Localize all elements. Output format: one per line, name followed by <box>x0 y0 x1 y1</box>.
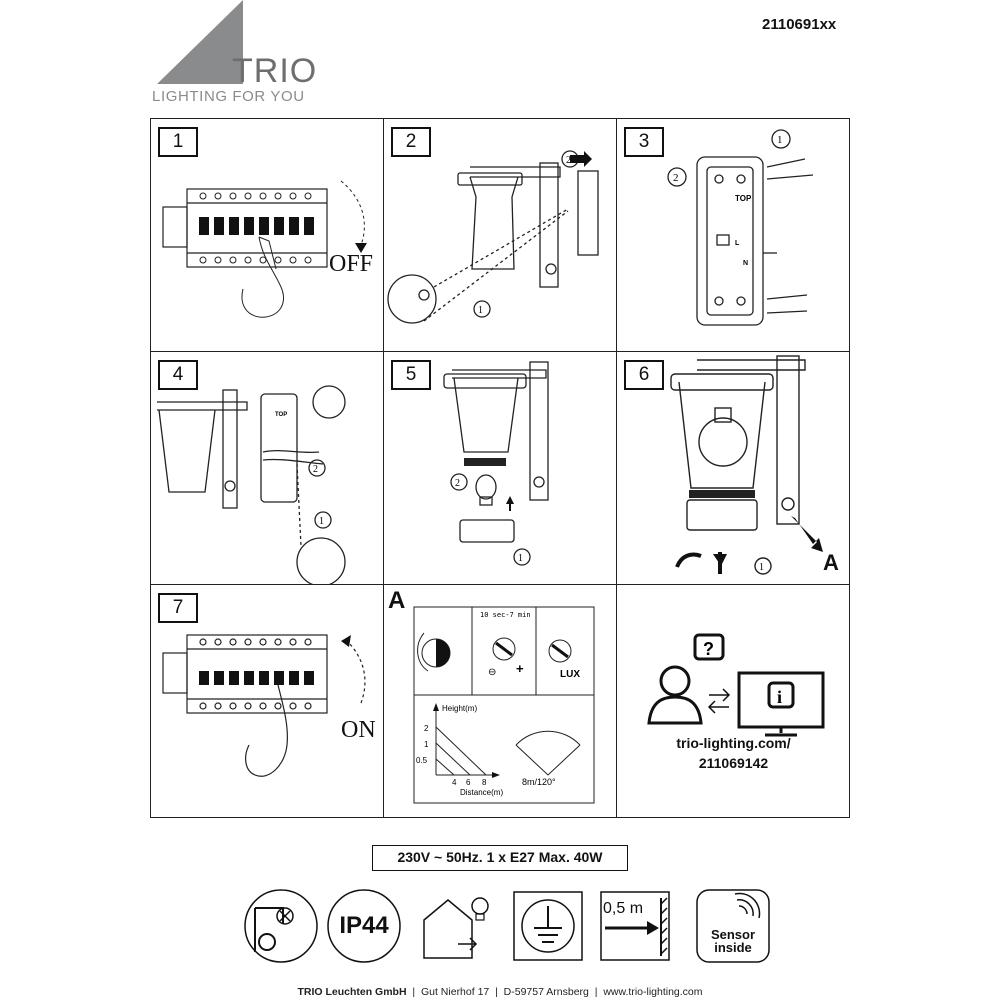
model-number: 2110691xx <box>762 16 837 33</box>
ip-rating-icon: IP44 <box>326 888 402 964</box>
height-tick-05: 0.5 <box>416 756 428 765</box>
step-4-number: 4 <box>158 360 198 390</box>
info-illustration: ? i <box>647 633 825 737</box>
min-distance-icon: 0,5 m <box>597 888 673 964</box>
info-icon: i <box>777 687 782 707</box>
distance-tick-4: 4 <box>452 778 457 787</box>
marker-a: A <box>823 550 839 575</box>
outdoor-use-icon <box>420 888 496 964</box>
step-2-number: 2 <box>391 127 431 157</box>
step-5-number: 5 <box>391 360 431 390</box>
top-marking: TOP <box>735 194 752 203</box>
close-lamp-illustration: 1 <box>670 355 823 575</box>
step-7-panel: 7 ON <box>151 585 384 818</box>
sensor-inside-label: Sensor inside <box>710 927 756 955</box>
sensor-settings-illustration: 10 sec-7 min ⊖ + LUX Height(m) 2 1 0.5 4… <box>413 606 595 804</box>
step-4-panel: 4 TOP 2 1 <box>151 352 384 585</box>
callout-1: 1 <box>319 516 324 527</box>
step-5-panel: 5 2 1 <box>384 352 617 585</box>
step-6-number: 6 <box>624 360 664 390</box>
step-1-panel: 1 <box>151 119 384 352</box>
footer-website[interactable]: www.trio-lighting.com <box>603 986 703 998</box>
callout-1: 1 <box>518 553 523 564</box>
step-6-panel: 6 1 A <box>617 352 850 585</box>
sensor-panel-title: A <box>388 587 406 614</box>
breaker-off-illustration <box>162 180 367 318</box>
brand-logo-triangle <box>157 0 243 84</box>
footer-company: TRIO Leuchten GmbH <box>297 986 407 998</box>
time-range-label: 10 sec-7 min <box>480 611 531 619</box>
footer-address2: D-59757 Arnsberg <box>503 986 589 998</box>
installation-symbol-icon <box>243 888 319 964</box>
range-label: 8m/120° <box>522 777 556 787</box>
sensor-inside-icon: Sensor inside <box>695 888 771 964</box>
bulb-install-illustration: 2 1 <box>443 361 549 566</box>
sensor-settings-panel: A 10 <box>384 585 617 818</box>
distance-tick-8: 8 <box>482 778 487 787</box>
ip-rating-label: IP44 <box>339 912 389 939</box>
callout-2: 2 <box>313 464 318 475</box>
terminal-l: L <box>735 240 740 247</box>
callout-1: 1 <box>777 134 783 146</box>
question-icon: ? <box>703 639 714 659</box>
callout-2: 2 <box>566 155 571 166</box>
step-2-panel: 2 2 1 <box>384 119 617 352</box>
distance-axis-label: Distance(m) <box>460 788 503 797</box>
top-marking: TOP <box>275 412 287 418</box>
electrical-specs: 230V ~ 50Hz. 1 x E27 Max. 40W <box>372 845 628 871</box>
footer-address1: Gut Nierhof 17 <box>420 986 490 998</box>
remove-back-plate-illustration: 2 1 <box>387 150 599 324</box>
step-7-number: 7 <box>158 593 198 623</box>
footer: TRIO Leuchten GmbH | Gut Nierhof 17 | D-… <box>297 986 703 998</box>
mount-plate-illustration: 1 2 TOP L N <box>667 129 814 326</box>
breaker-on-illustration <box>162 634 366 777</box>
exchange-arrows-icon <box>707 688 731 714</box>
lux-label: LUX <box>560 669 580 680</box>
wiring-illustration: TOP 2 1 <box>157 385 346 585</box>
off-caption: OFF <box>329 251 374 277</box>
brand-tagline: LIGHTING FOR YOU <box>152 88 305 105</box>
height-tick-1: 1 <box>424 740 429 749</box>
step-1-number: 1 <box>158 127 198 157</box>
info-panel: ? i trio-lighting.com/ 211069142 <box>617 585 850 818</box>
info-url-line2[interactable]: 211069142 <box>698 755 769 771</box>
step-3-panel: 3 1 2 TOP L N <box>617 119 850 352</box>
height-axis-label: Height(m) <box>442 704 477 713</box>
info-url[interactable]: trio-lighting.com/ 211069142 <box>617 733 850 773</box>
min-distance-label: 0,5 m <box>603 900 644 917</box>
callout-2: 2 <box>673 172 679 184</box>
minus-symbol: ⊖ <box>488 667 496 678</box>
callout-1: 1 <box>478 305 483 316</box>
height-tick-2: 2 <box>424 724 429 733</box>
brand-name: TRIO <box>232 52 318 90</box>
protection-class-earth-icon <box>510 888 586 964</box>
callout-1: 1 <box>759 562 764 573</box>
distance-tick-6: 6 <box>466 778 471 787</box>
info-url-line1[interactable]: trio-lighting.com/ <box>676 735 791 751</box>
callout-2: 2 <box>455 478 460 489</box>
plus-symbol: + <box>516 661 524 676</box>
instruction-grid: 1 <box>150 118 850 818</box>
on-caption: ON <box>341 717 376 743</box>
step-3-number: 3 <box>624 127 664 157</box>
terminal-n: N <box>743 260 748 267</box>
